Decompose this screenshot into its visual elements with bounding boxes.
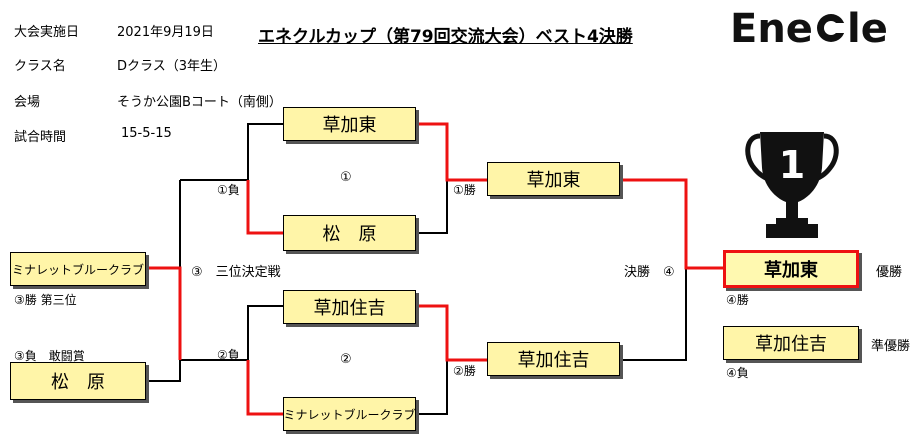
svg-text:Ene: Ene bbox=[730, 6, 813, 50]
team-box-sf-bot: 草加住吉 bbox=[487, 342, 620, 376]
match2-loser-label: ②負 bbox=[217, 348, 240, 362]
match3-winner-label: ③勝 第三位 bbox=[14, 293, 77, 307]
team-box-champion: 草加東 bbox=[723, 250, 859, 288]
date-label: 大会実施日 bbox=[14, 25, 80, 40]
team-box-third: ミナレットブルークラブ bbox=[10, 252, 146, 286]
trophy-rank: 1 bbox=[779, 143, 805, 187]
svg-text:le: le bbox=[847, 6, 888, 50]
team-box-r1-mid: 松 原 bbox=[283, 215, 416, 251]
team-box-sf-top: 草加東 bbox=[487, 162, 620, 196]
match1-loser-label: ①負 bbox=[217, 183, 240, 197]
venue-label: 会場 bbox=[14, 95, 41, 110]
date-value: 2021年9月19日 bbox=[117, 25, 214, 40]
team-box-runner-up: 草加住吉 bbox=[723, 326, 859, 360]
final-loser-label: ④負 bbox=[726, 366, 749, 380]
match1-winner-label: ①勝 bbox=[453, 183, 476, 197]
enecle-logo: Ene le bbox=[730, 4, 910, 52]
match3-loser-label: ③負 敢闘賞 bbox=[14, 349, 85, 363]
runner-up-title: 準優勝 bbox=[871, 339, 911, 354]
final-label: 決勝 ④ bbox=[624, 265, 675, 280]
trophy-icon: 1 bbox=[742, 126, 842, 246]
class-value: Dクラス（3年生） bbox=[117, 59, 227, 74]
time-label: 試合時間 bbox=[14, 130, 67, 145]
team-box-fighting: 松 原 bbox=[10, 362, 146, 400]
match1-label: ① bbox=[340, 170, 352, 185]
match3-label: ③ 三位決定戦 bbox=[191, 265, 281, 280]
match2-label: ② bbox=[340, 352, 352, 367]
match2-winner-label: ②勝 bbox=[453, 364, 476, 378]
time-value: 15-5-15 bbox=[121, 126, 172, 141]
team-box-r1-top: 草加東 bbox=[283, 107, 416, 141]
team-box-r1-b1: 草加住吉 bbox=[283, 290, 416, 324]
final-winner-label: ④勝 bbox=[726, 293, 749, 307]
class-label: クラス名 bbox=[14, 59, 66, 74]
page-title: エネクルカップ（第79回交流大会）ベスト4決勝 bbox=[258, 27, 633, 47]
venue-value: そうか公園Bコート（南側） bbox=[117, 95, 282, 110]
team-box-r1-b2: ミナレットブルークラブ bbox=[283, 397, 416, 431]
champion-title: 優勝 bbox=[876, 265, 903, 280]
